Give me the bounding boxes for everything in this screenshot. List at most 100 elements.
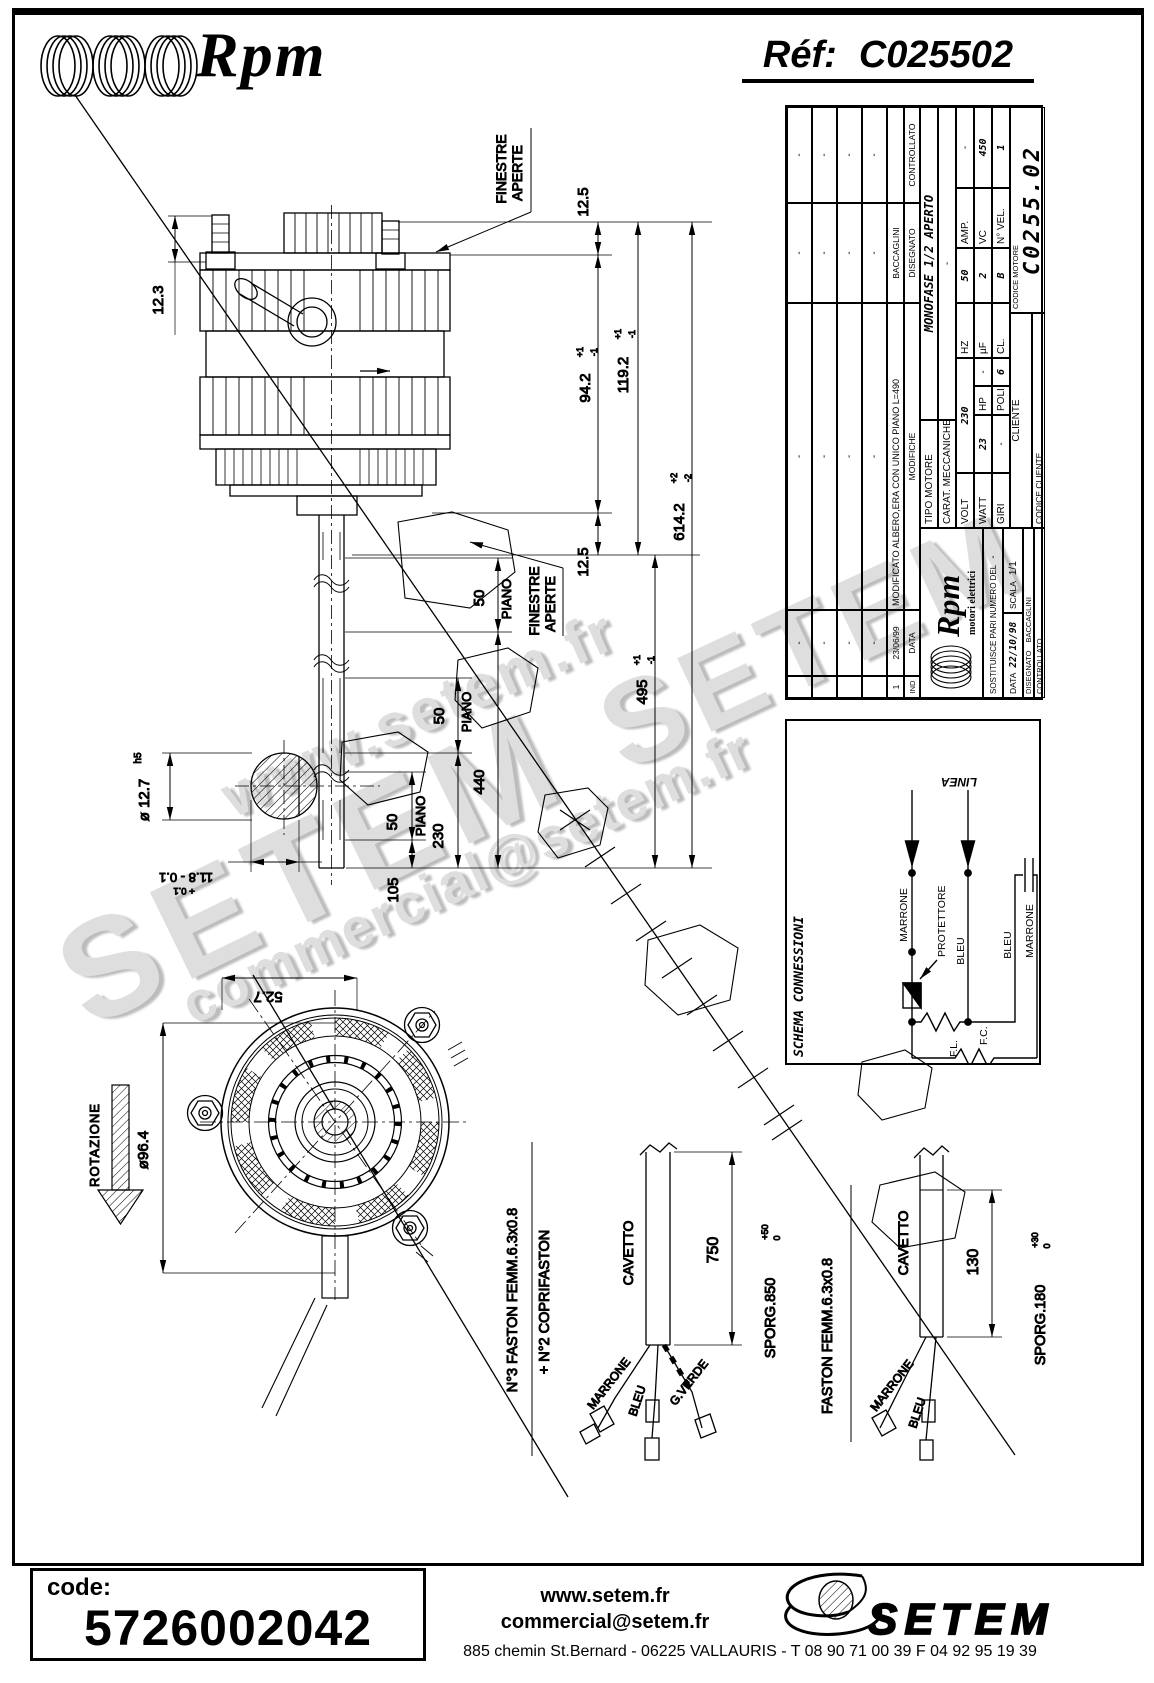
cable-left-sporg: SPORG.850 xyxy=(763,1278,779,1359)
codice-motore-value: C0255.02 xyxy=(1020,145,1045,275)
rev-cell: - xyxy=(812,610,837,676)
rev-cell: - xyxy=(862,107,887,203)
giri-value: - xyxy=(992,415,1010,473)
label-piano-3: PIANO xyxy=(413,796,428,836)
volt-value: 230 xyxy=(956,358,974,473)
schema-fc: F.C. xyxy=(978,1026,990,1045)
codice-motore-cell: CODICE MOTORE C0255.02 xyxy=(1010,107,1045,313)
dim-shaft-flat: 11.8 - 0.1 xyxy=(159,870,213,885)
sostituisce-label: SOSTITUISCE PARI NUMERO DEL xyxy=(988,564,998,694)
cable-left-title2: + N°2 COPRIFASTON xyxy=(537,1230,553,1375)
dim-495-tol-minus: -1 xyxy=(646,656,656,664)
volt-label: VOLT xyxy=(956,473,974,528)
tipo-motore-value: MONOFASE 1/2 APERTO xyxy=(920,107,938,420)
hz-label: HZ xyxy=(956,303,974,358)
hz-value: 50 xyxy=(956,248,974,303)
dim-50-flat1: 50 xyxy=(471,590,488,607)
brand-wordmark: Rpm xyxy=(196,19,327,90)
rev-index: 1 xyxy=(887,676,904,698)
vc-label: VC xyxy=(974,188,992,248)
footer-website: www.setem.fr xyxy=(540,1585,670,1607)
disegnato-value: BACCAGLINI xyxy=(1024,597,1033,643)
label-rotazione: ROTAZIONE xyxy=(87,1103,102,1187)
cable-right-cavetto: CAVETTO xyxy=(895,1210,911,1275)
reference-number: Réf: C025502 xyxy=(742,34,1034,83)
rev-cell: - xyxy=(812,107,837,203)
dim-shaft-diameter: ø 12.7 xyxy=(136,779,153,822)
schema-marrone-cap: MARRONE xyxy=(1024,904,1036,958)
dim-94-2: 94.2 xyxy=(577,373,594,402)
cable-right-sporg: SPORG.180 xyxy=(1033,1285,1049,1366)
cable-right-title: FASTON FEMM.6.3x0.8 xyxy=(820,1258,836,1414)
disegnato-cell: DISEGNATO BACCAGLINI xyxy=(1023,528,1034,698)
dim-119-2: 119.2 xyxy=(615,357,632,393)
rpm-coil-small-icon xyxy=(930,645,972,689)
label-piano-2: PIANO xyxy=(459,692,474,732)
cable-detail-left: N°3 FASTON FEMM.6.3x0.8 + N°2 COPRIFASTO… xyxy=(505,1142,783,1461)
schema-protettore: PROTETTORE xyxy=(936,885,948,957)
cable-left-wire-marrone: MARRONE xyxy=(584,1355,633,1412)
disegnato-label: DISEGNATO xyxy=(1024,650,1033,694)
dim-119-2-tol-minus: -1 xyxy=(627,330,637,338)
motor-side-view xyxy=(199,205,451,885)
dim-12-5-top: 12.5 xyxy=(575,187,592,216)
rev-cell: - xyxy=(787,610,812,676)
data-cell: DATA 22/10/98 xyxy=(1003,613,1023,698)
rotated-block-container: SCHEMA CONNESSIONI LINEA MAR xyxy=(785,105,1045,1065)
rev-checked xyxy=(887,107,904,203)
cable-left-cavetto: CAVETTO xyxy=(620,1220,636,1285)
rev-cell: - xyxy=(787,303,812,610)
cable-right-sporg-tol-zero: 0 xyxy=(1042,1243,1052,1248)
rev-cell: - xyxy=(862,303,887,610)
cl-label: CL. xyxy=(992,303,1010,358)
amp-value: - xyxy=(956,107,974,188)
codice-motore-label: CODICE MOTORE xyxy=(1011,244,1020,309)
cable-left-wire-bleu: BLEU xyxy=(626,1384,649,1418)
hp-label: HP xyxy=(974,386,992,415)
cable-detail-right: FASTON FEMM.6.3x0.8 CAVETTO 130 SPORG.18… xyxy=(820,1145,1053,1461)
code-box: code: 5726002042 xyxy=(30,1568,426,1661)
schema-title: SCHEMA CONNESSIONI xyxy=(792,916,807,1057)
label-finestre-2a: FINESTRE xyxy=(526,566,542,635)
vc-value: 450 xyxy=(974,107,992,188)
dim-230: 230 xyxy=(430,823,447,848)
rev-header-disegnato: DISEGNATO xyxy=(904,203,920,303)
rev-cell xyxy=(787,676,812,698)
dim-94-2-tol-minus: -1 xyxy=(589,348,599,356)
schema-bleu-cap: BLEU xyxy=(1002,931,1014,958)
schema-linea: LINEA xyxy=(941,775,977,789)
ref-value: C025502 xyxy=(858,34,1014,76)
label-piano-1: PIANO xyxy=(499,579,514,619)
cable-left-length: 750 xyxy=(705,1237,722,1264)
cl-value: B xyxy=(992,248,1010,303)
schema-connessioni-box: SCHEMA CONNESSIONI LINEA MAR xyxy=(785,719,1041,1065)
cable-right-length: 130 xyxy=(965,1249,982,1276)
dim-495: 495 xyxy=(634,679,651,704)
watt-label: WATT xyxy=(974,473,992,528)
code-label: code: xyxy=(47,1574,112,1601)
rev-header-modifiche: MODIFICHE xyxy=(904,303,920,610)
uf-label: µF xyxy=(974,303,992,358)
cable-left-sporg-tol-plus: +50 xyxy=(760,1224,770,1239)
cliente-cell: CLIENTE xyxy=(1010,313,1032,528)
footer-email: commercial@setem.fr xyxy=(500,1611,710,1633)
rev-cell xyxy=(837,676,862,698)
sostituisce-value: - xyxy=(987,555,999,559)
rev-date: 23/06/99 xyxy=(887,610,904,676)
rev-cell xyxy=(812,676,837,698)
rev-header-controllato: CONTROLLATO xyxy=(904,107,920,203)
nvel-label: N° VEL. xyxy=(992,188,1010,248)
uf-value: 2 xyxy=(974,248,992,303)
dim-shaft-fit: h5 xyxy=(133,752,144,764)
amp-label: AMP. xyxy=(956,188,974,248)
rev-author: BACCAGLINI xyxy=(887,203,904,303)
dim-50-flat3: 50 xyxy=(384,814,401,831)
controllato-label: CONTROLLATO xyxy=(1035,638,1044,694)
code-value: 5726002042 xyxy=(83,1600,373,1656)
rev-cell: - xyxy=(787,203,812,303)
ref-label: Réf: xyxy=(762,34,837,76)
rev-cell: - xyxy=(837,203,862,303)
cable-right-sporg-tol-plus: +30 xyxy=(1030,1232,1040,1247)
dim-119-2-tol-plus: +1 xyxy=(613,329,623,339)
rev-cell: - xyxy=(837,107,862,203)
